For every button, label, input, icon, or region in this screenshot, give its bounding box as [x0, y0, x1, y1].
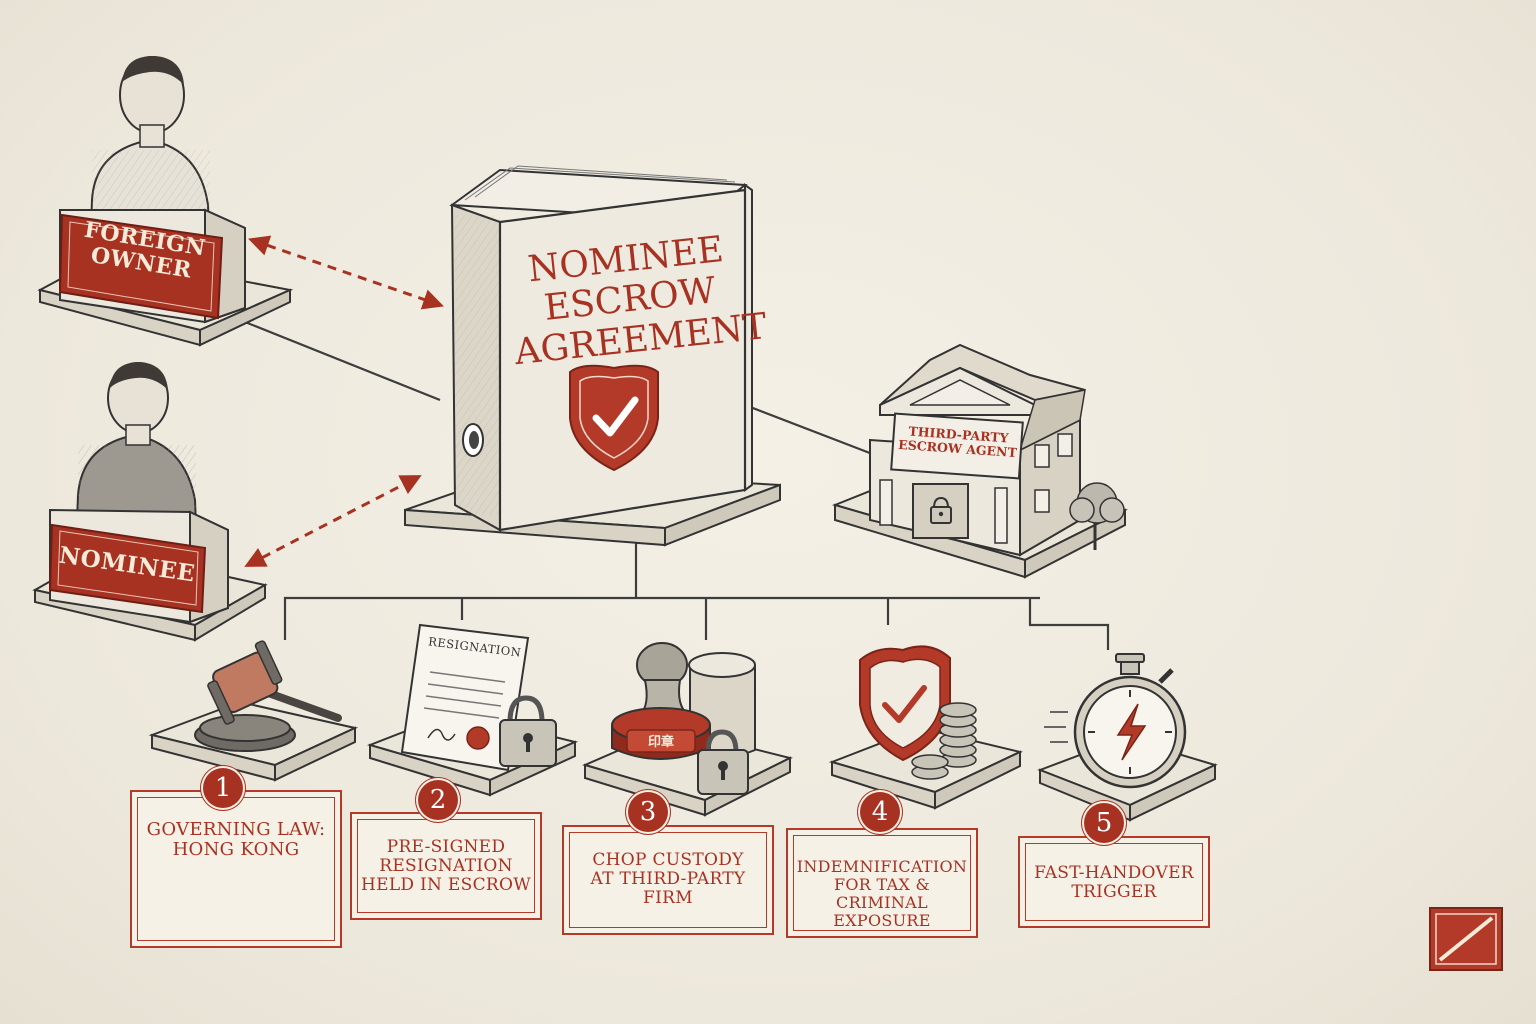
step-text-line: AT THIRD-PARTY — [590, 869, 746, 890]
chop-stamp-icon — [582, 642, 793, 817]
shield-coins-icon — [828, 645, 1024, 810]
step-4-text: INDEMNIFICATION FOR TAX & CRIMINAL EXPOS… — [788, 858, 976, 930]
resignation-document-icon — [366, 623, 579, 797]
step-text-line: FAST-HANDOVER — [1034, 863, 1194, 883]
step-text-line: EXPOSURE — [833, 910, 931, 930]
step-card-5: FAST-HANDOVER TRIGGER — [1018, 836, 1210, 928]
step-text-line: HONG KONG — [172, 839, 300, 861]
step-3-text: CHOP CUSTODY AT THIRD-PARTY FIRM — [564, 850, 772, 909]
step-text-line: PRE-SIGNED — [386, 837, 506, 857]
step-text-line: TRIGGER — [1071, 882, 1157, 903]
dashed-arrows — [244, 235, 444, 567]
step-text-line: FIRM — [643, 888, 693, 909]
step-5-text: FAST-HANDOVER TRIGGER — [1020, 863, 1208, 903]
step-text-line: FOR TAX & CRIMINAL — [833, 874, 931, 912]
step-card-3: CHOP CUSTODY AT THIRD-PARTY FIRM — [562, 825, 774, 935]
brand-logo — [1429, 907, 1503, 971]
card-border — [357, 819, 535, 913]
step-number-2: 2 — [418, 780, 458, 820]
step-text-line: GOVERNING LAW: — [146, 819, 326, 840]
step-card-4: INDEMNIFICATION FOR TAX & CRIMINAL EXPOS… — [786, 828, 978, 938]
central-binder — [404, 165, 781, 547]
nominee-figure — [32, 362, 268, 642]
gavel-icon — [148, 640, 359, 782]
step-1-text: GOVERNING LAW: HONG KONG — [132, 819, 340, 861]
chop-stamp-text: 印章 — [647, 735, 674, 750]
step-card-2: PRE-SIGNED RESIGNATION HELD IN ESCROW — [350, 812, 542, 920]
central-title: NOMINEE ESCROW AGREEMENT — [504, 228, 769, 373]
step-text-line: RESIGNATION — [379, 856, 513, 877]
step-number-1: 1 — [203, 768, 243, 808]
step-text-line: CHOP CUSTODY — [592, 850, 744, 870]
card-border — [1025, 843, 1203, 921]
step-number-5: 5 — [1084, 803, 1124, 843]
card-border — [793, 835, 971, 931]
stopwatch-icon — [1037, 653, 1218, 822]
foreign-owner-figure — [37, 55, 294, 347]
connector-lines — [239, 318, 1110, 650]
card-border — [569, 832, 767, 928]
escrow-agent-building — [831, 343, 1128, 579]
step-text-line: INDEMNIFICATION — [796, 857, 968, 876]
step-number-3: 3 — [628, 792, 668, 832]
step-text-line: HELD IN ESCROW — [360, 875, 532, 896]
step-number-4: 4 — [860, 792, 900, 832]
step-2-text: PRE-SIGNED RESIGNATION HELD IN ESCROW — [352, 837, 540, 896]
step-card-1: GOVERNING LAW: HONG KONG — [130, 790, 342, 948]
